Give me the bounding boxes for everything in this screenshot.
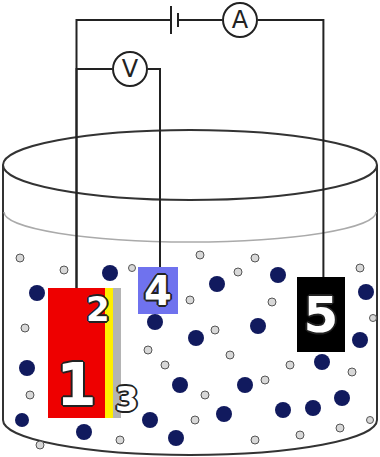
voltmeter-circle: V [112, 51, 148, 87]
circuit-wire [258, 20, 323, 277]
counter-electrode: 5 [297, 277, 345, 352]
beaker-rim [3, 130, 377, 200]
ammeter-circle: A [222, 2, 258, 38]
callout-number: 1 [56, 356, 96, 414]
beaker-body [3, 165, 377, 455]
circuit-wire [77, 20, 223, 288]
solvent-molecules [16, 251, 377, 449]
electrolyte-surface [4, 212, 376, 242]
circuit-wire [148, 69, 160, 267]
reference-electrode: 4 [138, 267, 178, 314]
callout-number: 4 [144, 271, 172, 311]
circuit-wire [77, 69, 113, 288]
meter-symbol: A [232, 8, 248, 32]
callout-number: 5 [304, 290, 339, 340]
battery-symbol [171, 6, 178, 34]
electrolyte-ions [15, 265, 374, 446]
callout-number: 2 [86, 292, 110, 326]
meter-symbol: V [122, 57, 138, 81]
callout-number: 3 [115, 382, 139, 416]
